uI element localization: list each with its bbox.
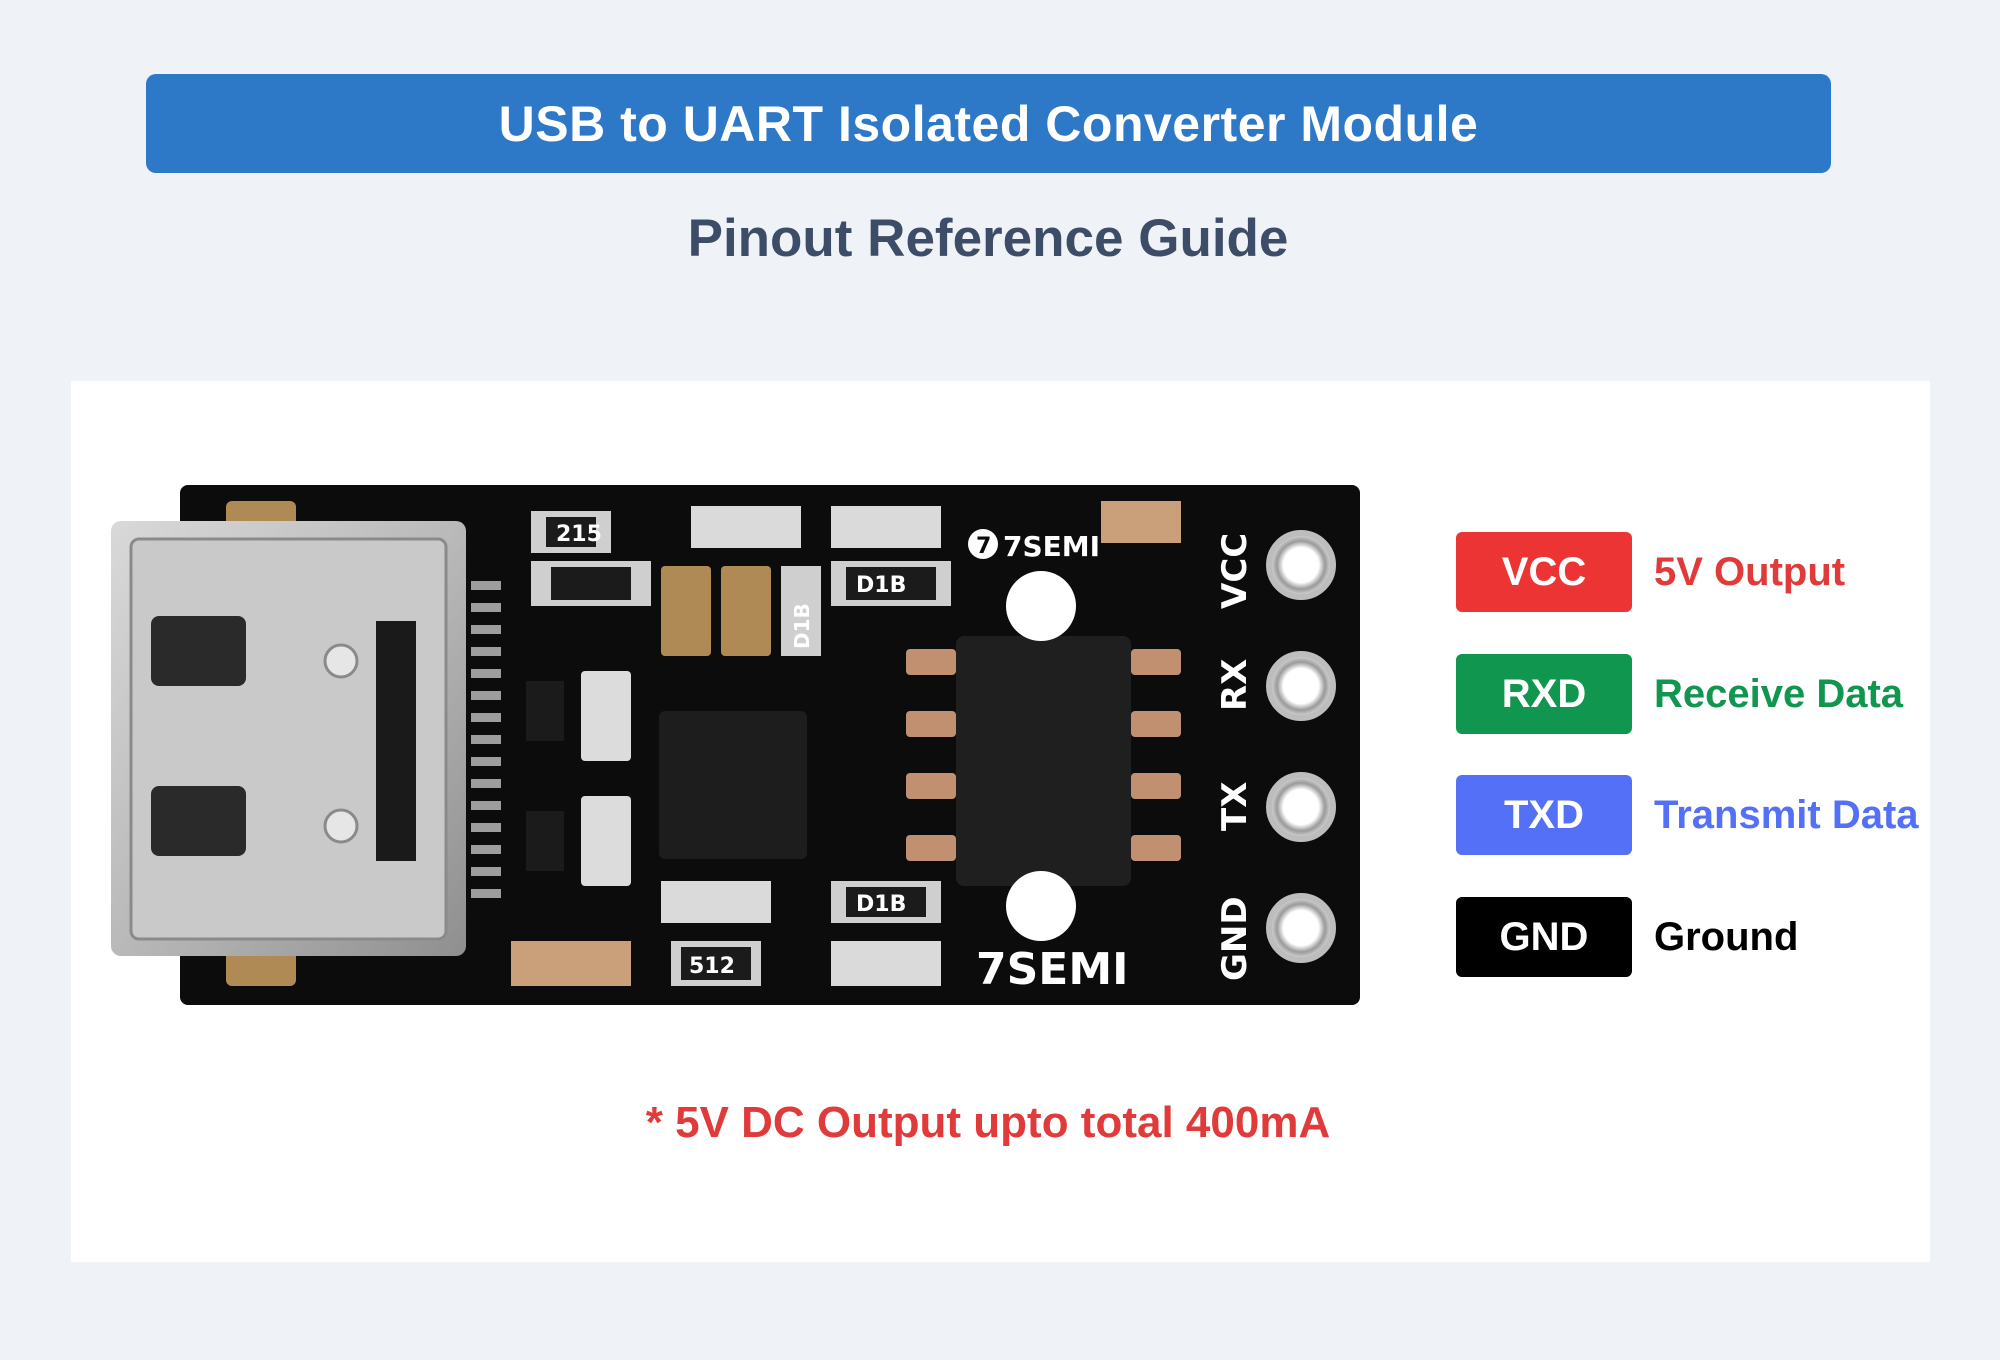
pin-row-txd: TXD Transmit Data xyxy=(1456,775,1919,855)
svg-text:7: 7 xyxy=(976,534,991,559)
brand-logo-icon xyxy=(968,529,998,559)
pin-desc-gnd: Ground xyxy=(1654,914,1799,959)
qfn-chip xyxy=(659,711,807,859)
page-title: USB to UART Isolated Converter Module xyxy=(498,95,1479,152)
code-label: D1B xyxy=(790,603,814,649)
soic-chip xyxy=(906,636,1181,886)
pin-row-gnd: GND Ground xyxy=(1456,897,1798,977)
silk-vcc: VCC xyxy=(1215,533,1255,609)
pin-badge-gnd: GND xyxy=(1456,897,1632,977)
pin-desc-vcc: 5V Output xyxy=(1654,549,1846,594)
board-image: 7 7SEMI 7SEMI VCC RX TX GND 215 D1B D1B … xyxy=(111,485,1360,1005)
code-label: 215 xyxy=(556,522,602,547)
smd-components xyxy=(511,501,1181,986)
code-label: D1B xyxy=(856,573,906,598)
pin-badge-txd: TXD xyxy=(1456,775,1632,855)
code-label: 512 xyxy=(689,954,735,979)
silk-tx: TX xyxy=(1215,782,1255,831)
pin-desc-rxd: Receive Data xyxy=(1654,671,1904,716)
usb-c-connector xyxy=(111,521,466,956)
connector-pins xyxy=(471,581,501,898)
isolation-slot-top xyxy=(1006,571,1076,641)
brand-bottom-label: 7SEMI xyxy=(976,944,1129,995)
header-pads xyxy=(1266,530,1336,963)
brand-top-label: 7SEMI xyxy=(1003,530,1100,563)
page-subtitle: Pinout Reference Guide xyxy=(687,209,1289,268)
isolation-slot-bottom xyxy=(1006,871,1076,941)
footnote: * 5V DC Output upto total 400mA xyxy=(645,1098,1331,1147)
pin-badge-rxd: RXD xyxy=(1456,654,1632,734)
pin-row-rxd: RXD Receive Data xyxy=(1456,654,1903,734)
pin-badge-vcc: VCC xyxy=(1456,532,1632,612)
pin-row-vcc: VCC 5V Output xyxy=(1456,532,1845,612)
code-label: D1B xyxy=(856,892,906,917)
diagram-panel: 7 7SEMI 7SEMI VCC RX TX GND 215 D1B D1B … xyxy=(71,381,1930,1262)
silk-rx: RX xyxy=(1215,659,1255,711)
title-banner: USB to UART Isolated Converter Module xyxy=(146,74,1831,173)
silk-gnd: GND xyxy=(1215,896,1255,981)
pin-desc-txd: Transmit Data xyxy=(1654,792,1919,837)
